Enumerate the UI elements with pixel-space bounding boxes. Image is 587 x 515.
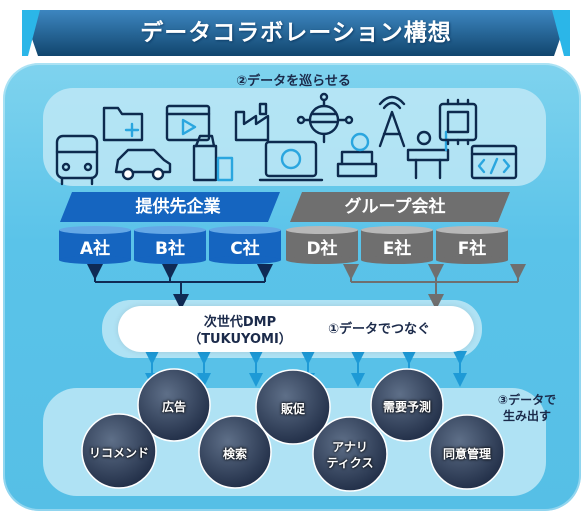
promotion-label: 販促 [280,402,305,416]
ad-circle [137,368,211,442]
company-label-f: F社 [457,239,487,259]
group-banner [290,192,510,222]
company-label-a: A社 [79,239,111,259]
demand-forecast-label: 需要予測 [382,400,431,414]
page-title: データコラボレーション構想 [140,20,452,46]
circulate-label: ②データを巡らせる [236,74,351,89]
analytics-label-line2: ティクス [326,456,374,470]
school-icon [336,132,378,178]
search-circle [198,415,272,489]
presenter-icon [406,130,450,180]
bus-icon [55,134,99,186]
create-sublabel: 生み出す [502,409,551,423]
beverage-icon [192,134,234,182]
dmp-name: 次世代DMP [203,315,277,330]
company-label-b: B社 [155,239,185,259]
dmp-subname: （TUKUYOMI） [188,332,292,347]
provider-connector [87,264,273,310]
folder-plus-icon [102,106,144,142]
provider-label: 提供先企業 [135,197,221,217]
title-banner: データコラボレーション構想 [22,10,570,56]
demand-forecast-circle [370,368,444,442]
company-cylinder-a [59,226,131,264]
analytics-label-line1: アナリ [332,440,368,454]
chip-payment-icon [438,98,478,146]
company-cylinder-e [361,226,433,264]
company-label-d: D社 [306,239,338,259]
car-icon [114,148,172,181]
consent-management-label: 同意管理 [442,447,491,461]
provider-banner [60,192,280,222]
connect-label: ①データでつなぐ [328,322,431,337]
company-cylinder-d [286,226,358,264]
video-player-icon [165,104,211,142]
create-label: ③データで [497,393,557,407]
recommend-label: リコメンド [88,446,149,460]
database-network-icon [296,92,354,144]
company-label-e: E社 [382,239,412,259]
consent-management-circle [429,414,505,490]
group-label: グループ会社 [344,197,446,217]
recommend-circle [81,413,157,489]
search-label: 検索 [222,447,247,461]
company-cylinder-c [209,226,281,264]
group-connector [343,264,526,310]
company-cylinder-b [134,226,206,264]
promotion-circle [255,369,331,445]
company-cylinder-f [436,226,508,264]
dmp-box [118,306,474,352]
web-payment-icon [258,140,324,182]
ad-label: 広告 [161,400,186,414]
code-window-icon [470,144,518,180]
factory-icon [234,102,270,142]
analytics-circle [312,416,388,492]
radio-tower-icon [378,95,406,148]
company-label-c: C社 [230,239,260,259]
